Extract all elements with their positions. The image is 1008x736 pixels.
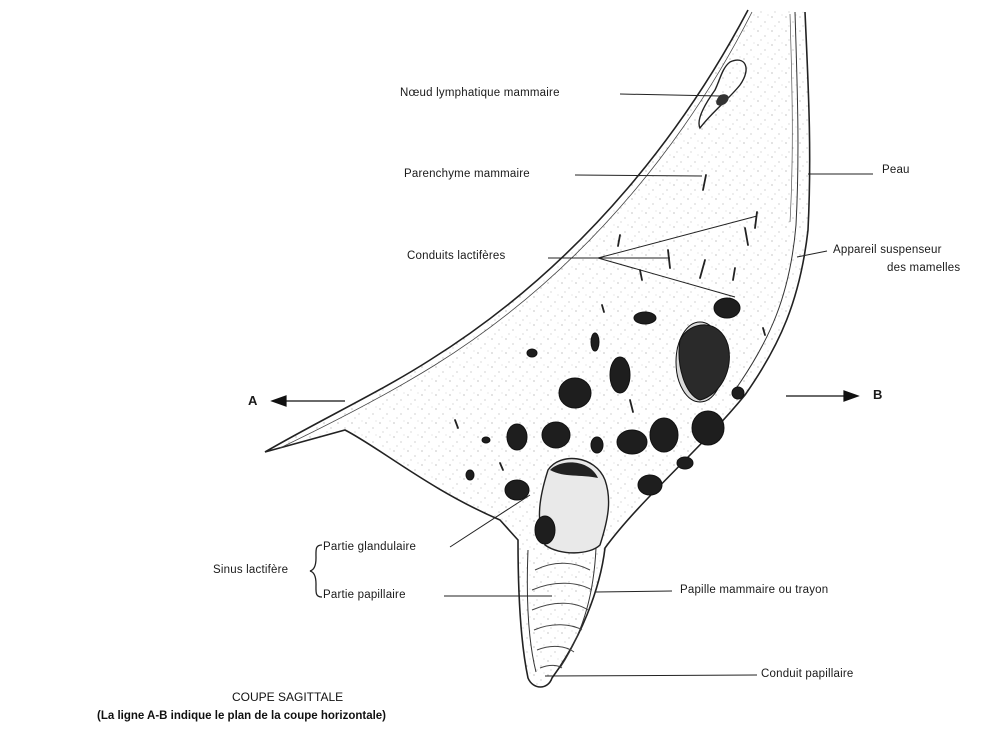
label-teat-canal: Conduit papillaire: [761, 667, 853, 681]
label-papillary-part: Partie papillaire: [323, 588, 406, 602]
label-suspensory-apparatus-2: des mamelles: [887, 261, 960, 275]
label-lactiferous-ducts: Conduits lactifères: [407, 249, 505, 263]
label-skin: Peau: [882, 163, 910, 177]
label-teat: Papille mammaire ou trayon: [680, 583, 828, 597]
label-suspensory-apparatus-1: Appareil suspenseur: [833, 243, 942, 257]
sinus-brace: [310, 545, 322, 597]
caption-title: COUPE SAGITTALE: [232, 690, 343, 704]
label-sinus: Sinus lactifère: [213, 563, 288, 577]
label-a: A: [248, 394, 258, 408]
label-parenchyma: Parenchyme mammaire: [404, 167, 530, 181]
label-lymph-node: Nœud lymphatique mammaire: [400, 86, 560, 100]
label-b: B: [873, 388, 883, 402]
label-glandular-part: Partie glandulaire: [323, 540, 416, 554]
caption-subtitle: (La ligne A-B indique le plan de la coup…: [97, 710, 386, 722]
